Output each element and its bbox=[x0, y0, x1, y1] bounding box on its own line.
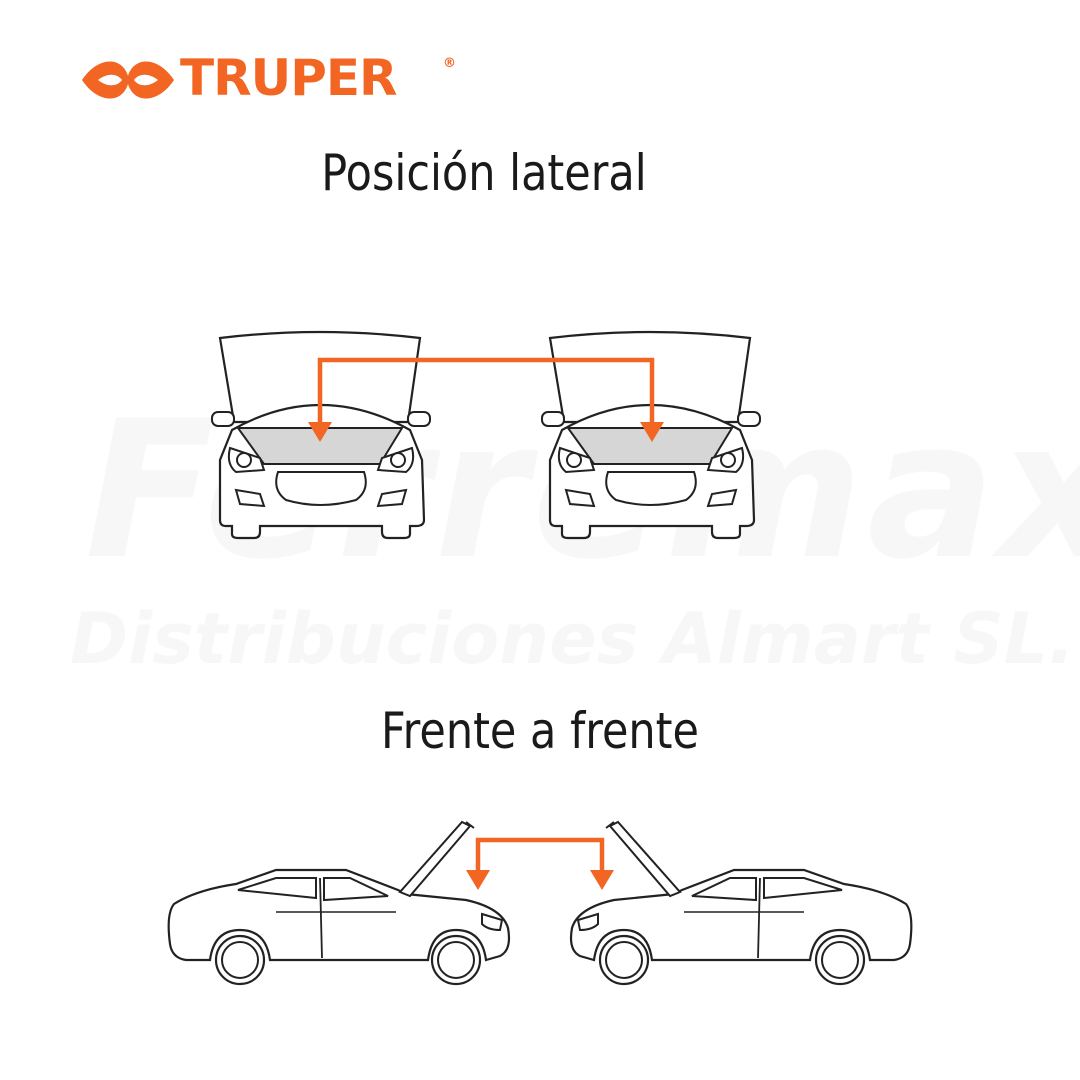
arrow-head-icon bbox=[640, 422, 664, 442]
car-side-right bbox=[569, 820, 913, 986]
arrow-head-icon bbox=[466, 870, 490, 890]
truper-logo-icon bbox=[82, 61, 174, 99]
car-side-open-hood-icon bbox=[569, 820, 913, 986]
truper-logo: TRUPER ® bbox=[78, 49, 468, 108]
watermark-distributor: Distribuciones Almart SL. bbox=[70, 598, 1075, 680]
arrow-head-icon bbox=[308, 422, 332, 442]
arrow-head-icon bbox=[590, 870, 614, 890]
section-title-side-position: Posición lateral bbox=[321, 144, 647, 202]
registered-mark: ® bbox=[443, 56, 456, 71]
brand-name: TRUPER bbox=[180, 49, 398, 107]
connection-arrow-side bbox=[308, 357, 664, 442]
car-side-open-hood-icon bbox=[167, 820, 511, 986]
section-title-face-to-face: Frente a frente bbox=[381, 702, 699, 760]
connection-arrow-front bbox=[466, 837, 614, 890]
car-side-left bbox=[167, 820, 511, 986]
